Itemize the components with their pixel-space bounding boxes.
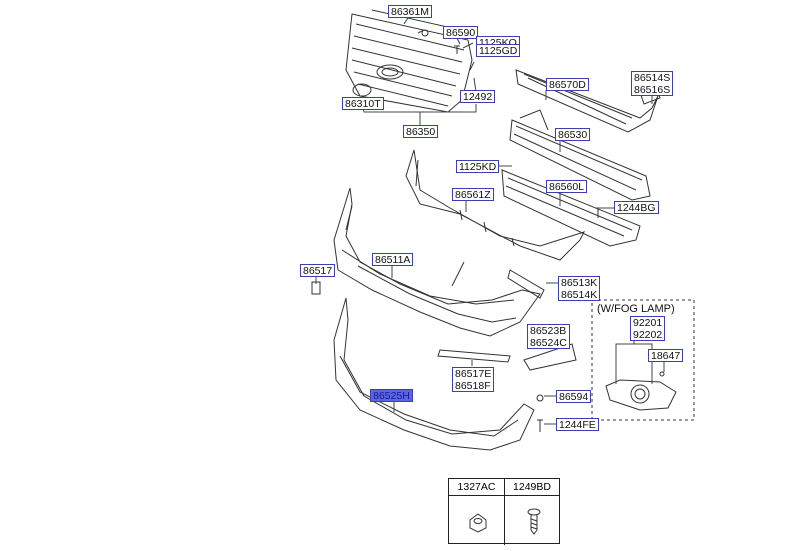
part-label-86514S: 86514S (634, 72, 671, 84)
part-label-86517E: 86517E (455, 368, 492, 380)
part-label-1244FE[interactable]: 1244FE (556, 418, 599, 431)
part-label-12492[interactable]: 12492 (460, 90, 496, 103)
part-label-86513K: 86513K (561, 277, 598, 289)
fastener-header-1249BD: 1249BD (504, 479, 560, 496)
fastener-table: 1327AC 1249BD (448, 478, 560, 545)
fastener-header-1327AC: 1327AC (449, 479, 504, 496)
fastener-cell-1249BD[interactable]: 1249BD (504, 479, 560, 545)
bracket-86513K (507, 269, 545, 299)
part-label-86361M[interactable]: 86361M (388, 5, 432, 18)
emblem-illustration (352, 83, 372, 97)
clip-86590 (421, 29, 429, 37)
part-label-92201: 92201 (633, 317, 663, 329)
part-label-86517[interactable]: 86517 (300, 264, 336, 277)
part-label-86518F: 86518F (455, 380, 491, 392)
bumper-beam-illustration (509, 109, 651, 201)
part-label-86517E-86518F[interactable]: 86517E 86518F (452, 367, 495, 392)
part-label-86516S: 86516S (634, 84, 671, 96)
fog-lamp-box (591, 299, 695, 421)
bulb-18647 (659, 371, 665, 377)
part-label-92201-92202[interactable]: 92201 92202 (630, 316, 666, 341)
part-label-86350[interactable]: 86350 (403, 125, 439, 138)
part-label-1125KD[interactable]: 1125KD (456, 160, 500, 173)
garnish-86517E (437, 349, 511, 363)
screw-1249BD-illustration (527, 508, 541, 535)
part-label-86530[interactable]: 86530 (555, 128, 591, 141)
garnish-86523B (523, 343, 577, 371)
screw-1244FE (537, 419, 543, 432)
fog-lamp-title: (W/FOG LAMP) (597, 303, 675, 315)
part-label-86511A[interactable]: 86511A (372, 253, 414, 266)
nut-1327AC-illustration (469, 513, 487, 533)
leader-lines (315, 11, 665, 425)
lower-grille-illustration (501, 169, 641, 247)
part-label-86525H[interactable]: 86525H (370, 389, 413, 402)
part-label-18647[interactable]: 18647 (648, 349, 684, 362)
bumper-cover-illustration (333, 187, 541, 337)
part-label-86514S-86516S[interactable]: 86514S 86516S (631, 71, 674, 96)
part-label-86514K: 86514K (561, 289, 598, 301)
absorber-illustration (405, 149, 585, 261)
part-label-1244BG[interactable]: 1244BG (614, 201, 659, 214)
part-label-86523B: 86523B (530, 325, 567, 337)
screw-1125 (454, 45, 460, 54)
clip-86594 (536, 394, 544, 402)
part-label-86513K-86514K[interactable]: 86513K 86514K (558, 276, 601, 301)
part-label-86524C: 86524C (530, 337, 567, 349)
fog-lamp-illustration (605, 379, 677, 411)
part-label-86560L[interactable]: 86560L (546, 180, 588, 193)
part-label-86310T[interactable]: 86310T (342, 97, 384, 110)
lower-cover-illustration (333, 297, 535, 451)
part-label-92202: 92202 (633, 329, 663, 341)
part-label-86561Z[interactable]: 86561Z (452, 188, 494, 201)
part-label-86523B-86524C[interactable]: 86523B 86524C (527, 324, 570, 349)
part-label-1125GD[interactable]: 1125GD (476, 44, 521, 57)
part-label-86594[interactable]: 86594 (556, 390, 592, 403)
part-label-86590[interactable]: 86590 (443, 26, 479, 39)
part-label-86570D[interactable]: 86570D (546, 78, 589, 91)
fastener-cell-1327AC[interactable]: 1327AC (449, 479, 505, 545)
